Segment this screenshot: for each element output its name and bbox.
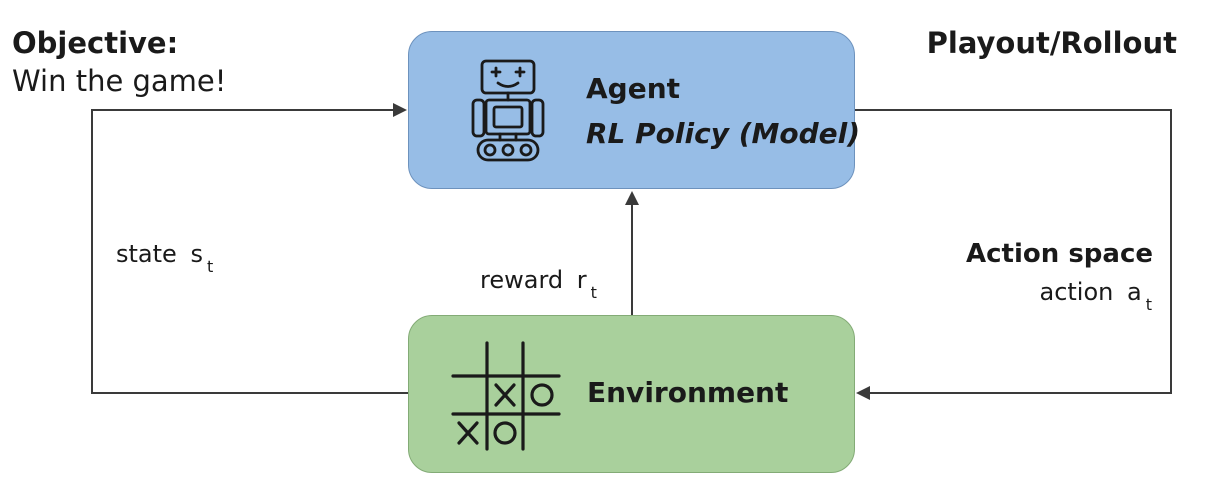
state-arrowhead — [393, 103, 407, 117]
reward-symbol: r — [576, 266, 587, 294]
action-space-label: Action space — [966, 239, 1153, 269]
agent-box — [408, 31, 855, 189]
agent-title: Agent — [586, 72, 681, 105]
environment-title: Environment — [587, 376, 789, 409]
environment-box — [408, 315, 855, 473]
tic-tac-toe-icon — [451, 341, 561, 451]
action-text: action — [1039, 278, 1114, 306]
action-arrowhead — [856, 386, 870, 400]
reward-text: reward — [480, 266, 564, 294]
objective-title: Objective: — [12, 26, 179, 60]
objective-text: Win the game! — [12, 64, 227, 98]
state-symbol: s — [190, 240, 203, 268]
agent-subtitle: RL Policy (Model) — [586, 117, 861, 150]
action-symbol: a — [1127, 278, 1142, 306]
robot-icon — [471, 59, 545, 162]
state-text: state — [116, 240, 177, 268]
reward-arrowhead — [625, 191, 639, 205]
action-subscript: t — [1145, 295, 1152, 314]
reward-subscript: t — [590, 283, 597, 302]
state-subscript: t — [206, 257, 214, 276]
playout-title: Playout/Rollout — [926, 26, 1177, 60]
